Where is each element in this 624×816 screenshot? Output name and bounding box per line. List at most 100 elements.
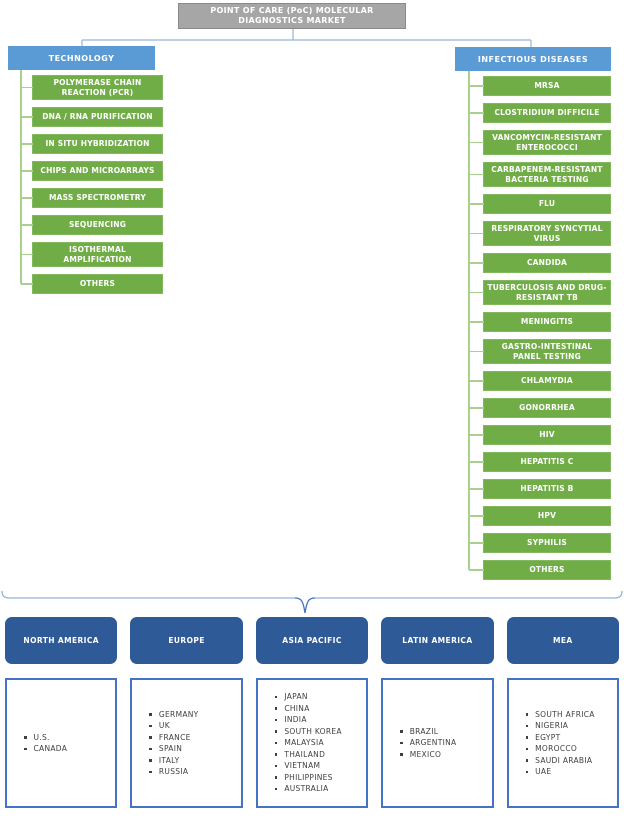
country-item: RUSSIA bbox=[149, 766, 198, 778]
country-list: U.S. CANADA bbox=[7, 732, 69, 755]
connector-spine bbox=[468, 71, 470, 570]
segment-label: CLOSTRIDIUM DIFFICILE bbox=[494, 108, 600, 118]
segment-label: SEQUENCING bbox=[68, 220, 127, 230]
country-label: CHINA bbox=[284, 703, 310, 713]
country-label: BRAZIL bbox=[409, 726, 439, 736]
region-header: ASIA PACIFIC bbox=[255, 617, 369, 664]
segment-node: ISOTHERMAL AMPLIFICATION bbox=[21, 242, 163, 267]
country-list: BRAZIL ARGENTINA MEXICO bbox=[383, 726, 458, 761]
connector-tick bbox=[469, 515, 484, 517]
segment-label: ISOTHERMAL AMPLIFICATION bbox=[63, 245, 132, 264]
segment-node: SYPHILIS bbox=[469, 533, 611, 553]
segment-node: POLYMERASE CHAIN REACTION (PCR) bbox=[21, 75, 163, 100]
segment-label: MRSA bbox=[534, 81, 560, 91]
segment-node: TUBERCULOSIS AND DRUG-RESISTANT TB bbox=[469, 280, 611, 305]
brace-connector bbox=[1, 590, 623, 614]
bullet-marker bbox=[149, 770, 152, 773]
bullet-marker bbox=[525, 713, 529, 716]
bullet-marker bbox=[149, 736, 152, 739]
bullet-marker bbox=[525, 759, 529, 762]
region-column: ASIA PACIFIC JAPAN CHINA INDIA SOUTH KOR… bbox=[255, 617, 369, 808]
connector-tick bbox=[21, 224, 33, 226]
country-label: SOUTH AFRICA bbox=[535, 709, 595, 719]
bullet-marker bbox=[274, 707, 278, 710]
country-item: SPAIN bbox=[149, 743, 198, 755]
region-label: MEA bbox=[553, 636, 573, 645]
segment-node: HEPATITIS B bbox=[469, 479, 611, 499]
region-header: MEA bbox=[506, 617, 620, 664]
country-label: THAILAND bbox=[284, 749, 326, 759]
country-item: GERMANY bbox=[149, 709, 198, 721]
segment-label: CHLAMYDIA bbox=[521, 376, 573, 386]
country-item: UK bbox=[149, 720, 198, 732]
connector-tick bbox=[469, 434, 484, 436]
segment-node: FLU bbox=[469, 194, 611, 214]
bullet-marker bbox=[274, 787, 278, 791]
segment-node: OTHERS bbox=[469, 560, 611, 580]
technology-items: POLYMERASE CHAIN REACTION (PCR) DNA / RN… bbox=[21, 75, 163, 294]
country-list-box: GERMANY UK FRANCE SPAIN ITALY RUSSIA bbox=[130, 678, 243, 808]
connector-tick bbox=[469, 141, 484, 143]
country-item: MALAYSIA bbox=[274, 737, 342, 749]
segment-node: GONORRHEA bbox=[469, 398, 611, 418]
country-label: ITALY bbox=[158, 755, 180, 765]
infectious-diseases-header: INFECTIOUS DISEASES bbox=[455, 47, 611, 71]
country-label: NIGERIA bbox=[535, 721, 569, 730]
country-label: MOROCCO bbox=[535, 744, 578, 753]
country-label: MEXICO bbox=[409, 749, 442, 759]
connector-tick bbox=[469, 350, 484, 352]
segment-node: SEQUENCING bbox=[21, 215, 163, 235]
segment-node: CHLAMYDIA bbox=[469, 371, 611, 391]
country-item: SAUDI ARABIA bbox=[525, 755, 595, 767]
bullet-marker bbox=[400, 753, 403, 756]
segment-label: IN SITU HYBRIDIZATION bbox=[45, 139, 150, 149]
country-item: UAE bbox=[525, 766, 595, 778]
bullet-marker bbox=[274, 718, 278, 722]
technology-header: TECHNOLOGY bbox=[8, 46, 155, 70]
segment-label: TUBERCULOSIS AND DRUG-RESISTANT TB bbox=[487, 283, 607, 302]
segment-label: GONORRHEA bbox=[519, 403, 575, 413]
country-label: INDIA bbox=[284, 715, 307, 725]
country-label: JAPAN bbox=[284, 692, 308, 702]
segment-node: HEPATITIS C bbox=[469, 452, 611, 472]
bullet-marker bbox=[400, 730, 403, 733]
country-list: SOUTH AFRICA NIGERIA EGYPT MOROCCO SAUDI… bbox=[509, 709, 597, 778]
country-item: FRANCE bbox=[149, 732, 198, 744]
bullet-marker bbox=[149, 724, 152, 727]
segment-node: CANDIDA bbox=[469, 253, 611, 273]
bullet-marker bbox=[274, 764, 278, 768]
country-item: EGYPT bbox=[525, 732, 595, 744]
bullet-marker bbox=[274, 753, 278, 756]
country-label: SAUDI ARABIA bbox=[535, 755, 593, 765]
country-item: ITALY bbox=[149, 755, 198, 767]
country-item: MOROCCO bbox=[525, 743, 595, 755]
country-label: CANADA bbox=[33, 744, 68, 753]
segment-node: HIV bbox=[469, 425, 611, 445]
country-label: RUSSIA bbox=[158, 767, 189, 776]
segment-label: OTHERS bbox=[79, 279, 116, 289]
region-header: LATIN AMERICA bbox=[381, 617, 494, 664]
segment-node: VANCOMYCIN-RESISTANT ENTEROCOCCI bbox=[469, 130, 611, 155]
bullet-marker bbox=[24, 747, 27, 750]
country-label: PHILIPPINES bbox=[284, 772, 333, 782]
segment-node: DNA / RNA PURIFICATION bbox=[21, 107, 163, 127]
segment-label: DNA / RNA PURIFICATION bbox=[42, 112, 153, 122]
country-list-box: SOUTH AFRICA NIGERIA EGYPT MOROCCO SAUDI… bbox=[506, 678, 620, 808]
country-item: JAPAN bbox=[274, 691, 342, 703]
country-label: VIETNAM bbox=[284, 761, 321, 771]
segment-label: MENINGITIS bbox=[520, 317, 574, 327]
segment-label: OTHERS bbox=[529, 565, 565, 575]
country-item: SOUTH KOREA bbox=[274, 726, 342, 738]
country-item: CHINA bbox=[274, 703, 342, 715]
region-column: MEA SOUTH AFRICA NIGERIA EGYPT MOROCCO S… bbox=[506, 617, 620, 808]
region-header: NORTH AMERICA bbox=[5, 617, 118, 664]
segment-node: GASTRO-INTESTINAL PANEL TESTING bbox=[469, 339, 611, 364]
connector-tick bbox=[21, 283, 33, 285]
infectious-diseases-header-label: INFECTIOUS DISEASES bbox=[477, 54, 589, 64]
country-label: SPAIN bbox=[158, 744, 183, 753]
country-list: GERMANY UK FRANCE SPAIN ITALY RUSSIA bbox=[132, 709, 200, 778]
bullet-marker bbox=[525, 747, 529, 750]
connector-tick bbox=[469, 461, 484, 463]
segment-node: MASS SPECTROMETRY bbox=[21, 188, 163, 208]
connector-tick bbox=[21, 143, 33, 145]
